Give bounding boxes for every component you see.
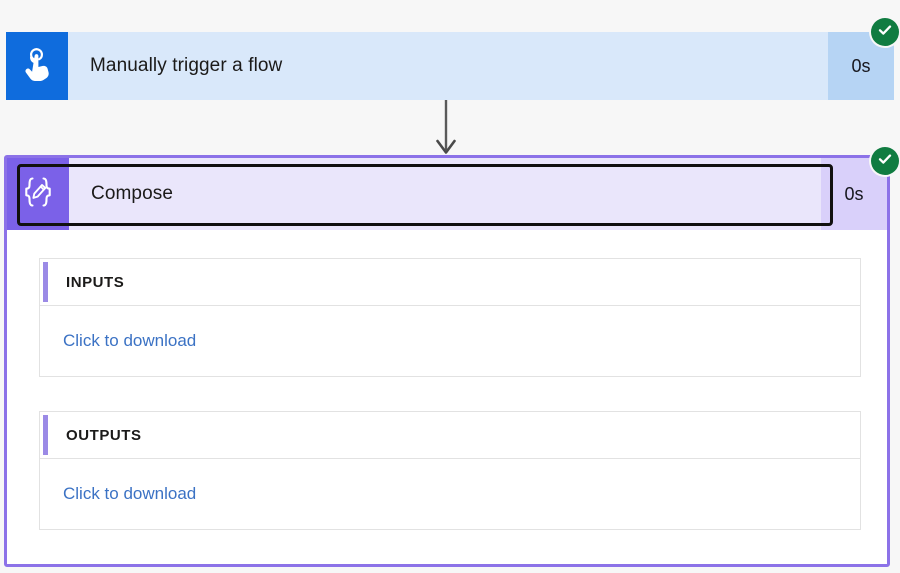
inputs-panel-header: INPUTS xyxy=(39,258,861,306)
trigger-card-icon-container xyxy=(6,32,68,100)
arrow-down-icon xyxy=(432,100,460,162)
outputs-download-link[interactable]: Click to download xyxy=(63,484,197,503)
compose-card-header[interactable]: Compose 0s xyxy=(7,158,887,230)
inputs-panel: INPUTS Click to download xyxy=(39,258,861,377)
trigger-card[interactable]: Manually trigger a flow 0s xyxy=(6,32,894,100)
outputs-accent-bar xyxy=(43,415,48,455)
inputs-panel-body: Click to download xyxy=(39,306,861,377)
trigger-card-title: Manually trigger a flow xyxy=(90,55,283,76)
compose-card-title: Compose xyxy=(69,158,821,230)
compose-braces-pencil-icon xyxy=(19,175,57,214)
inputs-panel-label: INPUTS xyxy=(66,273,125,291)
outputs-panel-header: OUTPUTS xyxy=(39,411,861,459)
inputs-download-link[interactable]: Click to download xyxy=(63,331,197,350)
compose-status-badge xyxy=(871,147,899,175)
compose-card-icon-container xyxy=(7,158,69,230)
outputs-panel-body: Click to download xyxy=(39,459,861,530)
check-circle-icon xyxy=(876,150,894,173)
check-circle-icon xyxy=(876,21,894,44)
connector-arrow xyxy=(432,100,460,158)
inputs-accent-bar xyxy=(43,262,48,302)
compose-action-container[interactable]: Compose 0s INPUTS Click to download OUTP… xyxy=(4,155,890,567)
outputs-panel-label: OUTPUTS xyxy=(66,426,142,444)
compose-card-duration: 0s xyxy=(844,183,864,204)
trigger-status-badge xyxy=(871,18,899,46)
tap-hand-icon xyxy=(20,46,54,87)
outputs-panel: OUTPUTS Click to download xyxy=(39,411,861,530)
